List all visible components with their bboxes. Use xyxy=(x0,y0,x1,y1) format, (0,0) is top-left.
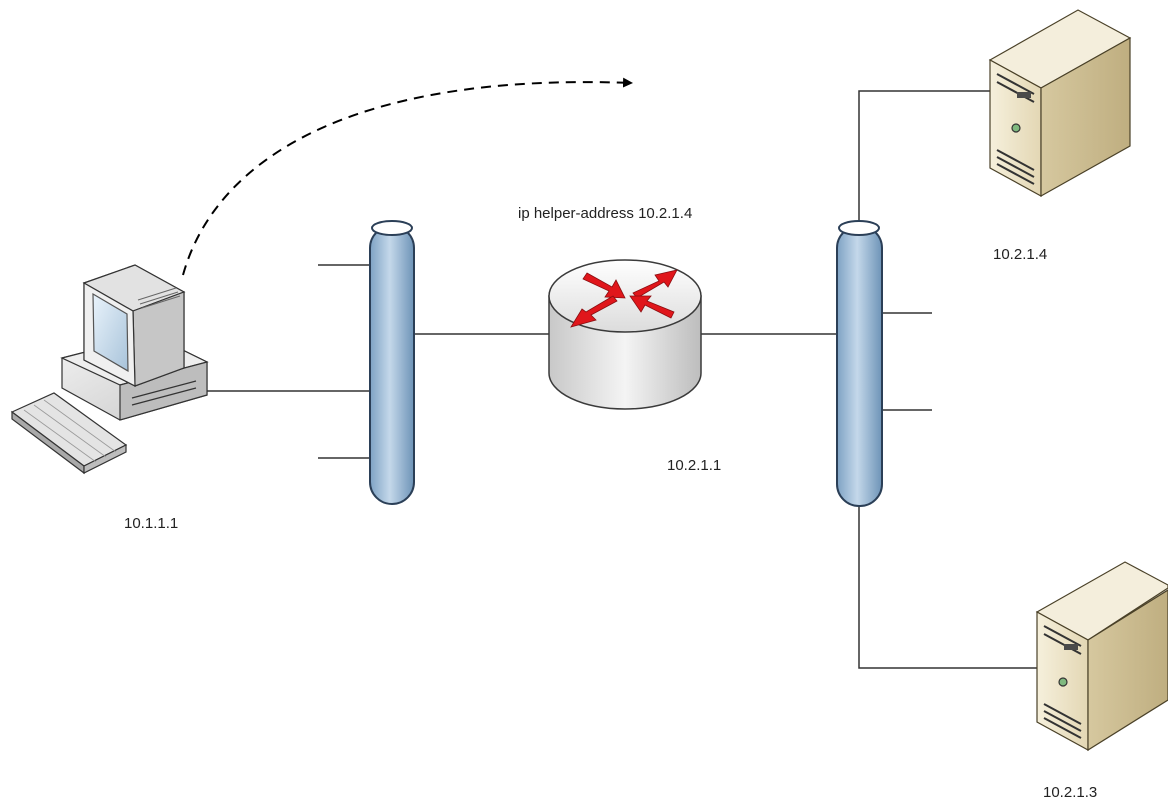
left-network-segment xyxy=(369,220,415,505)
router-command-label: ip helper-address 10.2.1.4 xyxy=(518,205,692,222)
right-network-segment xyxy=(836,220,883,507)
connection-lines xyxy=(205,90,1045,669)
pc-ip-label: 10.1.1.1 xyxy=(124,515,178,532)
router-ip-label: 10.2.1.1 xyxy=(667,457,721,474)
right-segment-to-bottom-server-link xyxy=(858,505,1045,669)
dhcp-forward-dashed-arrow xyxy=(182,77,633,276)
router-icon xyxy=(548,259,702,410)
server-bottom-ip-label: 10.2.1.3 xyxy=(1043,784,1097,801)
right-segment-to-top-server-link xyxy=(858,90,990,228)
server-top-ip-label: 10.2.1.4 xyxy=(993,246,1047,263)
tower-server-icon-top xyxy=(988,9,1132,198)
tower-server-icon-bottom xyxy=(1035,561,1168,752)
desktop-computer-icon xyxy=(10,264,209,475)
